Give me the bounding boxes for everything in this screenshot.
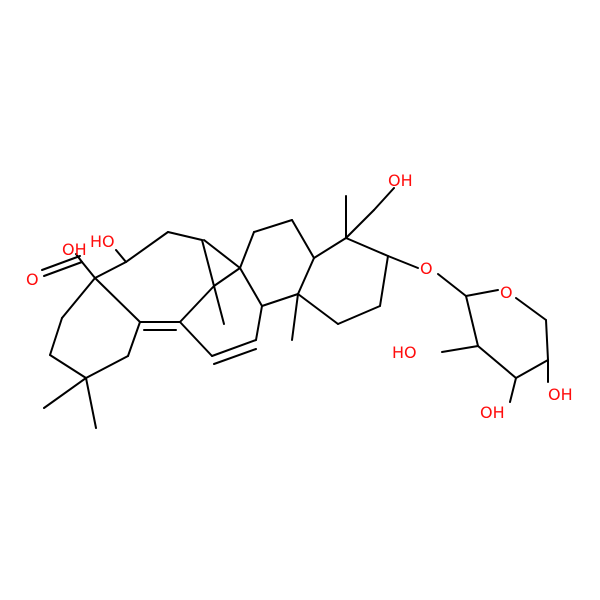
bond-methyl-2 [85,377,97,429]
bond-ringE-1 [313,237,347,259]
bond-sugar-5 [477,345,517,379]
bond-ringB-4 [201,239,215,287]
bond-ringA-6 [94,277,141,323]
bond-ringC-1 [179,321,213,357]
bond-ringE-3 [379,255,389,307]
bond-cooh-c-o-b [41,255,81,271]
bond-oh-ringB [115,249,127,263]
bond-methyl-3 [213,285,225,325]
bond-ringC-5 [213,267,241,287]
bond-ringD-3 [291,219,315,259]
bond-ch2-o [373,187,395,211]
bond-methyl-1 [43,377,87,409]
bond-ringB-5 [179,285,215,323]
bond-ringD-1 [239,231,255,269]
bond-ringA-5 [127,321,141,357]
bond-sugar-3 [545,319,549,361]
bond-ringC-3 [255,305,263,341]
bond-cooh-1 [81,261,96,279]
bond-ringB-3 [167,231,203,241]
bond-cooh-oh [75,253,83,263]
label-oh-ch2: OH [388,171,413,190]
bond-ringD-5 [261,293,299,307]
label-ring-o: O [500,283,513,302]
bond-ringA-2 [49,317,63,356]
bond-sugar-6 [465,295,479,347]
bond-ringC-2a [211,339,257,357]
bond-ringD-4 [297,257,315,295]
bond-ringB-1 [94,261,127,279]
bond-ringE-2 [345,237,389,257]
bond-ringE-5 [297,293,339,325]
bond-ringC-4 [239,267,263,307]
label-sugar-oh-right: OH [548,385,573,404]
bond-ch2 [345,209,375,239]
bond-ringA-3 [49,354,87,379]
bond-ringC-2b [213,348,257,365]
label-oh-ring: HO [90,232,115,251]
bond-ringB-2 [125,231,169,263]
bond-ringE-4 [337,305,381,325]
bond-sugar-4 [515,359,549,379]
bond-methyl-5 [291,293,299,341]
bond-sugar-oh1 [441,345,479,353]
label-cooh-oh: OH [62,240,87,259]
label-cooh-o: O [26,270,39,289]
bond-cooh-c-o-a [43,261,83,277]
bond-ringD-2 [253,219,293,233]
bond-ether-2 [437,273,467,297]
label-sugar-oh-bottom: OH [480,403,505,422]
label-ether-o: O [420,259,433,278]
bond-ringA-4 [85,355,129,379]
label-sugar-oh-left: HO [392,343,417,362]
bond-sugar-2 [515,297,547,321]
bond-ether-1 [387,255,419,269]
bond-ringA-1 [61,277,96,319]
bond-sugar-1 [465,289,499,297]
bond-sugar-oh2 [509,377,517,403]
bond-methyl-4 [203,239,241,269]
